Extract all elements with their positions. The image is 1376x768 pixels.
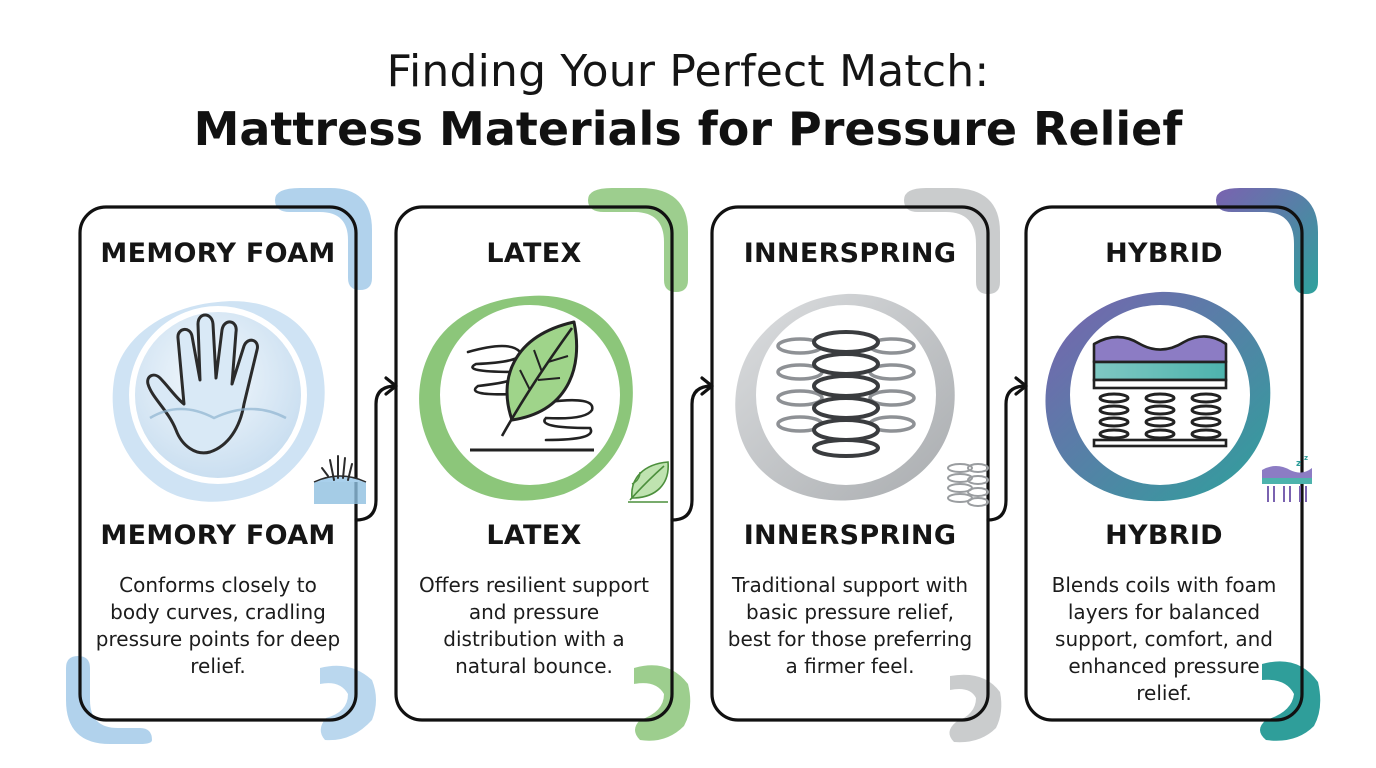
springs-icon <box>947 463 989 507</box>
card-description: Blends coils with foam layers for balanc… <box>1051 573 1277 705</box>
connector-arrow <box>354 376 398 522</box>
card-frame <box>78 205 358 722</box>
card-heading-bottom: INNERSPRING <box>743 520 957 551</box>
corner-accent <box>949 674 1002 743</box>
svg-text:z: z <box>1296 459 1301 469</box>
coil <box>1190 392 1222 440</box>
hand-imprint-icon <box>112 301 325 502</box>
card-heading-top: HYBRID <box>1105 238 1223 269</box>
card-hybrid: z z <box>1024 188 1321 741</box>
card-innerspring <box>710 188 1002 743</box>
card-description: Offers resilient support and pressure di… <box>419 573 649 678</box>
card-description: Traditional support with basic pressure … <box>727 573 973 678</box>
card-description: Conforms closely to body curves, cradlin… <box>95 573 341 678</box>
corner-accent <box>320 665 376 741</box>
card-heading-top: INNERSPRING <box>743 238 957 269</box>
coil <box>1144 392 1176 440</box>
corner-accent <box>66 656 152 744</box>
sleeping-mattress-icon: z z <box>1262 454 1312 502</box>
hand-on-foam-icon <box>313 455 367 504</box>
hybrid-layers-icon <box>1045 291 1271 502</box>
card-frame <box>394 205 674 722</box>
corner-accent <box>634 665 691 741</box>
leaf-icon <box>628 461 669 503</box>
title-line-1: Finding Your Perfect Match: <box>386 46 990 97</box>
card-latex <box>394 188 691 741</box>
connector-arrow <box>670 376 714 522</box>
card-heading-bottom: MEMORY FOAM <box>100 520 336 551</box>
card-heading-top: MEMORY FOAM <box>100 238 336 269</box>
corner-accent <box>904 188 1000 294</box>
card-frame <box>710 205 990 722</box>
card-heading-bottom: HYBRID <box>1105 520 1223 551</box>
title-line-2: Mattress Materials for Pressure Relief <box>193 102 1183 156</box>
leaf-spiral-icon <box>419 295 633 501</box>
card-heading-bottom: LATEX <box>486 520 582 551</box>
coil-springs-icon <box>735 293 955 501</box>
coil <box>1098 392 1130 440</box>
card-heading-top: LATEX <box>486 238 582 269</box>
connector-arrow <box>986 376 1028 522</box>
svg-text:z: z <box>1304 454 1308 462</box>
card-memory-foam <box>66 188 376 744</box>
card-frame <box>1024 205 1304 722</box>
connector-arrows <box>354 376 1028 522</box>
